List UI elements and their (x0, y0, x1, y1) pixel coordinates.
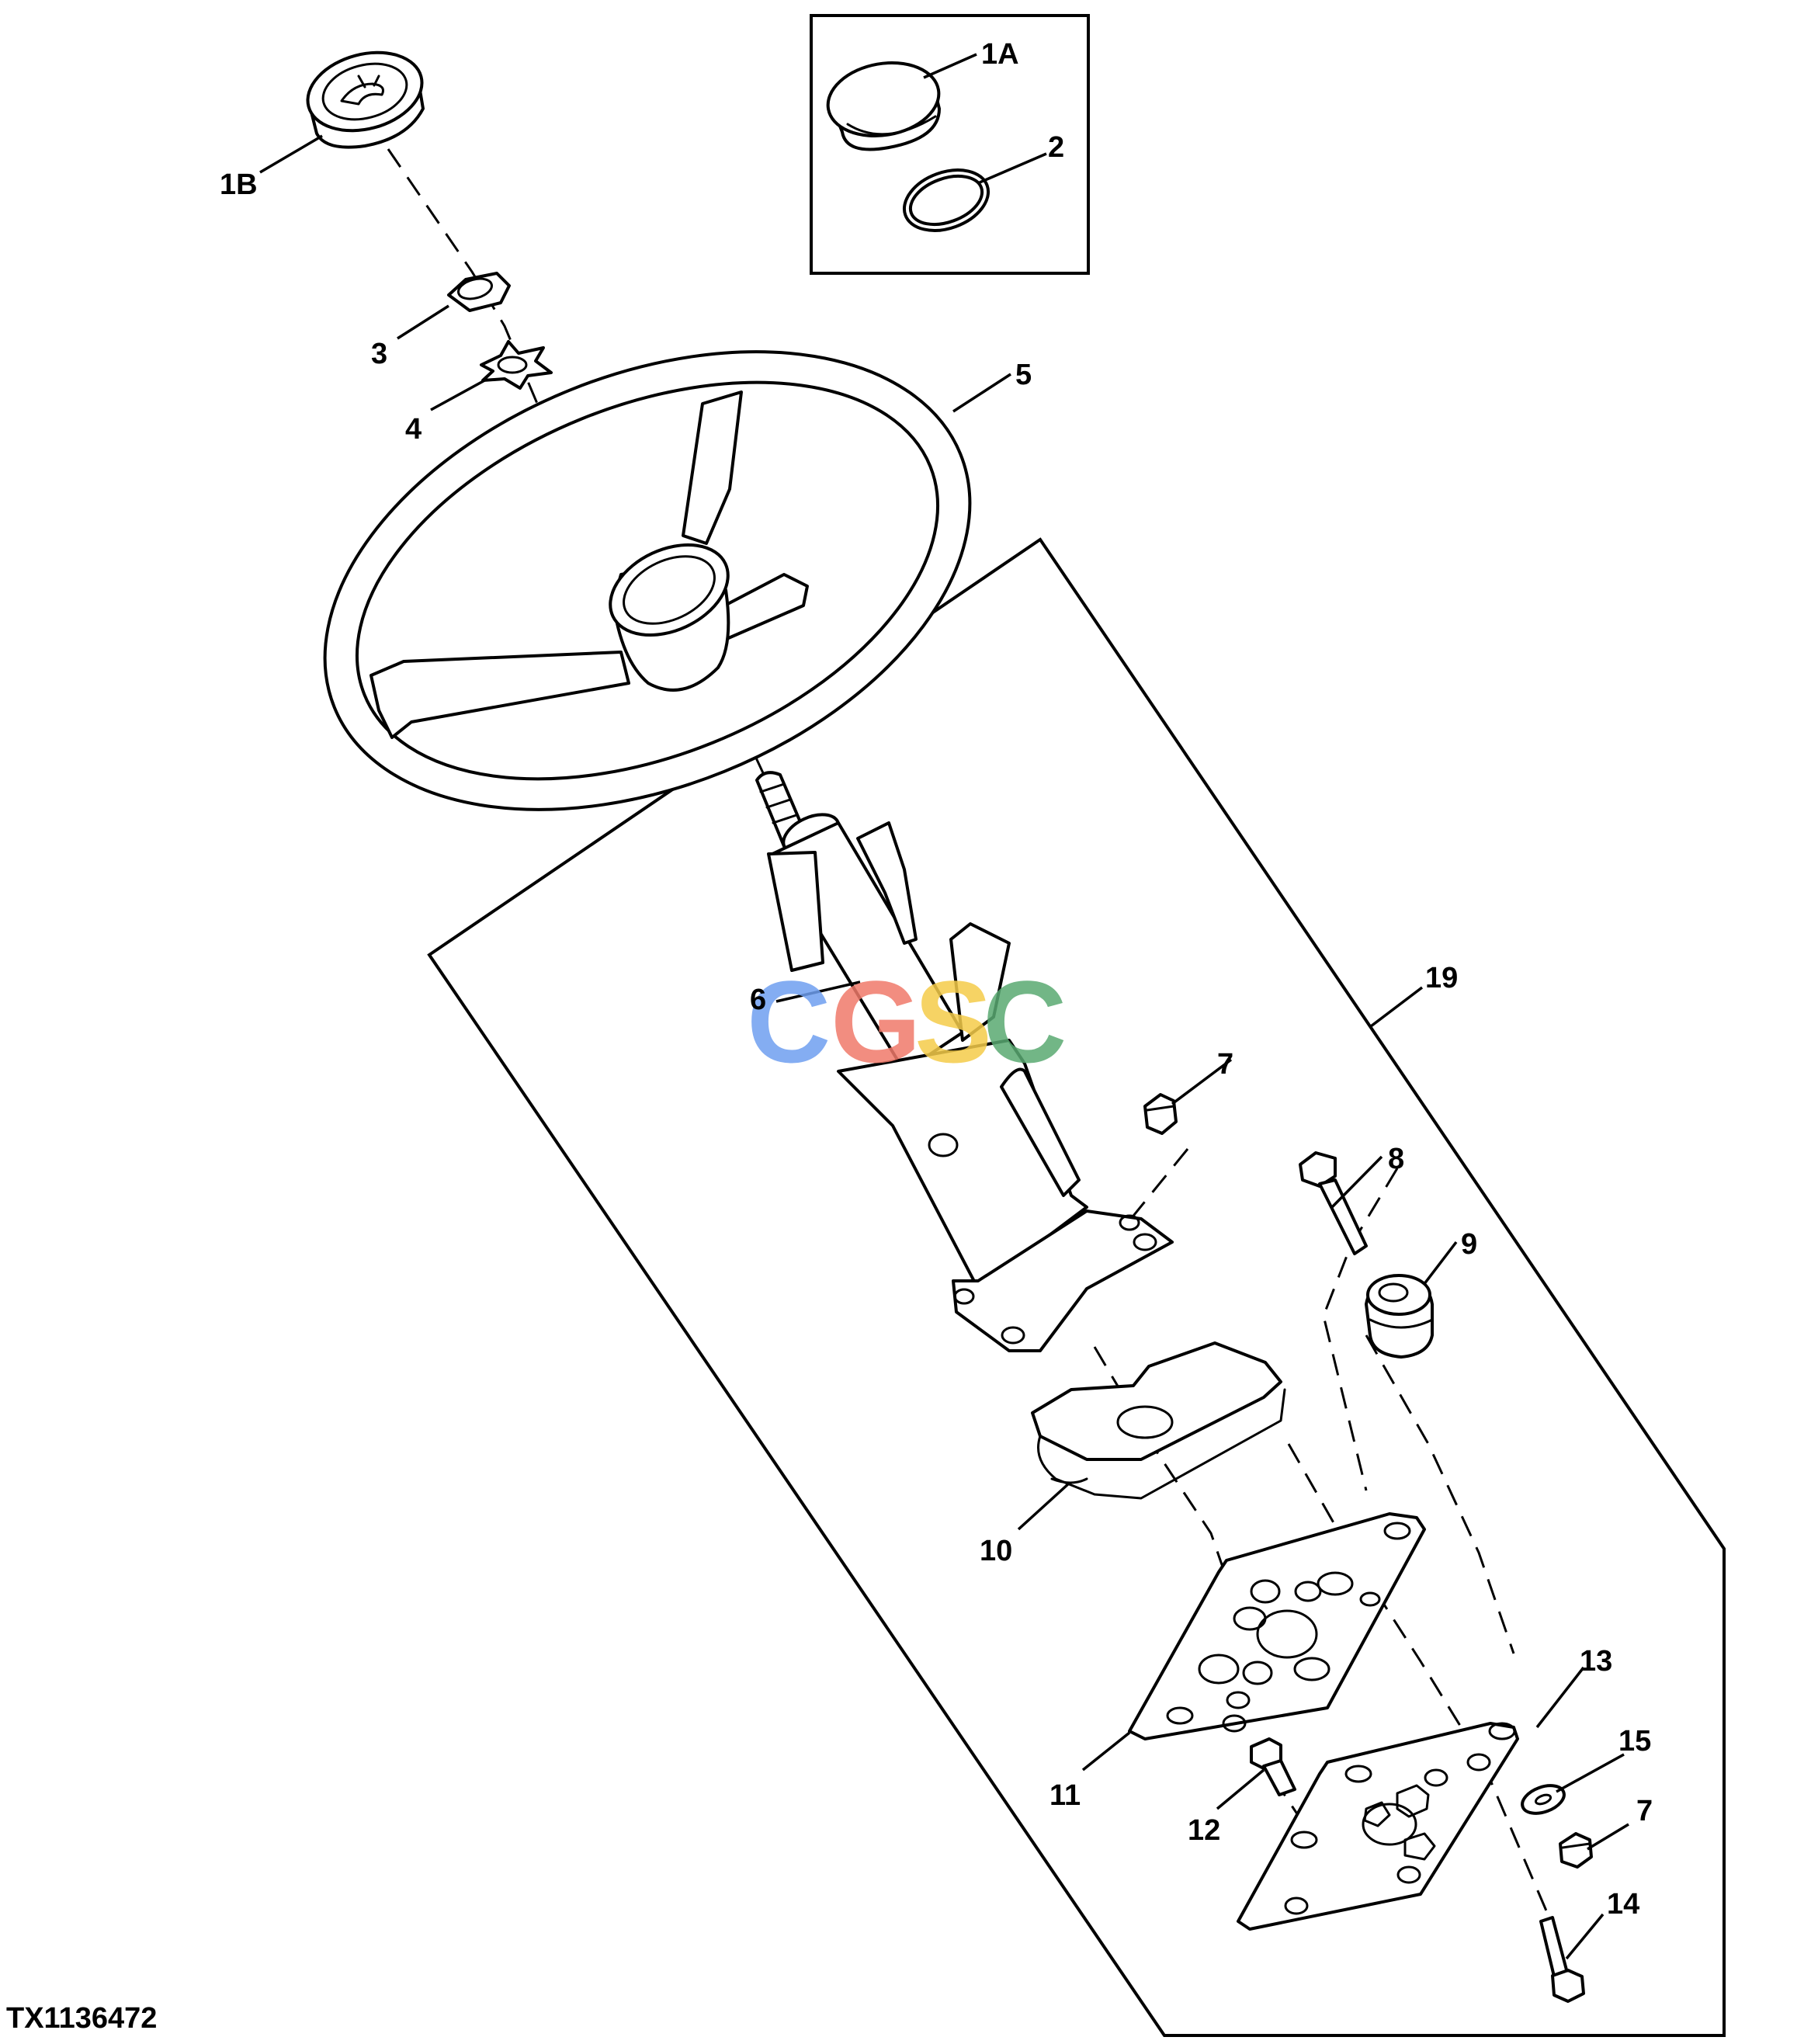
assembly-19-outline (427, 537, 1726, 2037)
o-ring-2 (902, 168, 990, 232)
leader-lines (259, 53, 1629, 1960)
steering-column-6 (755, 771, 1174, 1352)
watermark-letter-c2: C (983, 956, 1067, 1087)
callout-1a: 1A (981, 38, 1019, 71)
deer-logo-icon (340, 75, 384, 106)
watermark-letter-c1: C (747, 956, 831, 1087)
cgsc-watermark: C G S C (747, 956, 1067, 1087)
pad-10 (1031, 1341, 1286, 1500)
callout-1b: 1B (220, 168, 258, 201)
cap-1a (826, 61, 941, 151)
nut-7-upper (1143, 1093, 1178, 1135)
callout-4: 4 (405, 413, 422, 446)
cap-1b (306, 50, 425, 149)
plate-11 (1128, 1512, 1426, 1740)
watermark-letter-g: G (831, 956, 921, 1087)
bolt-14 (1539, 1916, 1585, 2003)
watermark-letter-s: S (914, 956, 992, 1087)
nut-3 (447, 272, 511, 312)
bolt-8 (1299, 1151, 1368, 1255)
nut-7-lower (1559, 1832, 1593, 1869)
plate-13 (1237, 1722, 1519, 1931)
callout-13: 13 (1580, 1645, 1612, 1678)
callout-11: 11 (1049, 1779, 1081, 1812)
steering-wheel-5 (323, 350, 972, 811)
callout-14: 14 (1607, 1888, 1639, 1921)
callout-19: 19 (1425, 962, 1458, 994)
callout-10: 10 (980, 1535, 1012, 1567)
callout-5: 5 (1015, 359, 1032, 391)
callout-3: 3 (371, 338, 387, 370)
isolator-9 (1365, 1274, 1434, 1359)
bolt-12 (1250, 1737, 1296, 1796)
callout-labels: 1A 1B 2 3 4 5 6 7 7 8 9 10 11 12 13 14 1… (220, 38, 1653, 1921)
callout-9: 9 (1461, 1228, 1477, 1261)
inset-box-1a-2 (810, 14, 1090, 275)
callout-12: 12 (1188, 1814, 1220, 1847)
reference-code: TX1136472 (6, 2002, 157, 2035)
washer-4 (480, 340, 553, 390)
callout-7-lower: 7 (1636, 1795, 1653, 1827)
callout-2: 2 (1048, 131, 1064, 164)
callout-8: 8 (1388, 1143, 1404, 1175)
washer-15 (1521, 1784, 1566, 1815)
callout-7-upper: 7 (1217, 1048, 1233, 1081)
callout-15: 15 (1618, 1725, 1651, 1758)
callout-6: 6 (750, 984, 766, 1016)
